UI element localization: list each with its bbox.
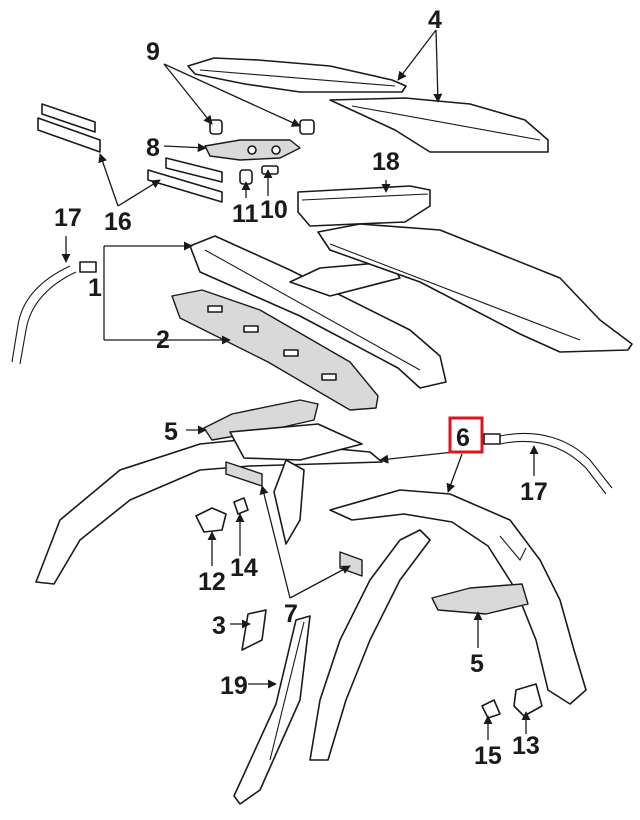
- bracket-upper: [37, 103, 101, 153]
- clip-14: [233, 497, 249, 515]
- callout-12: 12: [198, 568, 226, 596]
- callout-8: 8: [146, 134, 160, 162]
- reinforcement-right: [431, 583, 529, 615]
- clip-15: [481, 699, 501, 719]
- rear-header-bar: [297, 185, 431, 227]
- bracket-13: [513, 683, 543, 717]
- callout-17-left: 17: [54, 204, 82, 232]
- callout-1: 1: [88, 274, 102, 302]
- callout-14: 14: [230, 554, 258, 582]
- bracket-3: [241, 609, 267, 651]
- rear-window-frame: [309, 489, 587, 761]
- highlight-box: [448, 416, 484, 454]
- callout-6: 6: [456, 424, 470, 452]
- callout-18: 18: [372, 148, 400, 176]
- weatherstrip-left: [11, 261, 97, 365]
- latch-assembly: [204, 139, 301, 161]
- spacer-block-lower: [339, 551, 363, 577]
- bracket-lower: [147, 157, 223, 203]
- weatherstrip-right: [483, 432, 613, 495]
- callout-4: 4: [428, 6, 442, 34]
- vertical-seal: [233, 615, 311, 805]
- callout-2: 2: [156, 326, 170, 354]
- callout-17-right: 17: [520, 478, 548, 506]
- roof-frame: [189, 223, 633, 389]
- roof-panel-rear: [329, 97, 549, 153]
- leader-lines: [61, 29, 539, 740]
- callout-9: 9: [146, 38, 160, 66]
- callout-5-left: 5: [164, 418, 178, 446]
- bolt-right: [299, 119, 315, 135]
- clip-12: [195, 507, 227, 533]
- a-pillar-left: [35, 423, 383, 585]
- reinforcement-left: [203, 399, 319, 441]
- roof-panel-front: [187, 57, 407, 93]
- callout-labels: 4 9 8 18 16 11 10 17 1 2 5 6 17 12 14 7 …: [54, 6, 548, 770]
- callout-11: 11: [232, 200, 259, 228]
- callout-10: 10: [260, 196, 288, 224]
- callout-19: 19: [220, 672, 248, 700]
- callout-7: 7: [284, 600, 298, 628]
- callout-3: 3: [212, 612, 226, 640]
- callout-15: 15: [474, 742, 502, 770]
- clip-10: [261, 165, 279, 175]
- callout-16: 16: [104, 208, 132, 236]
- bolt-left: [209, 119, 223, 135]
- clip-11: [239, 169, 253, 185]
- callout-13: 13: [512, 732, 540, 760]
- callout-5-right: 5: [470, 650, 484, 678]
